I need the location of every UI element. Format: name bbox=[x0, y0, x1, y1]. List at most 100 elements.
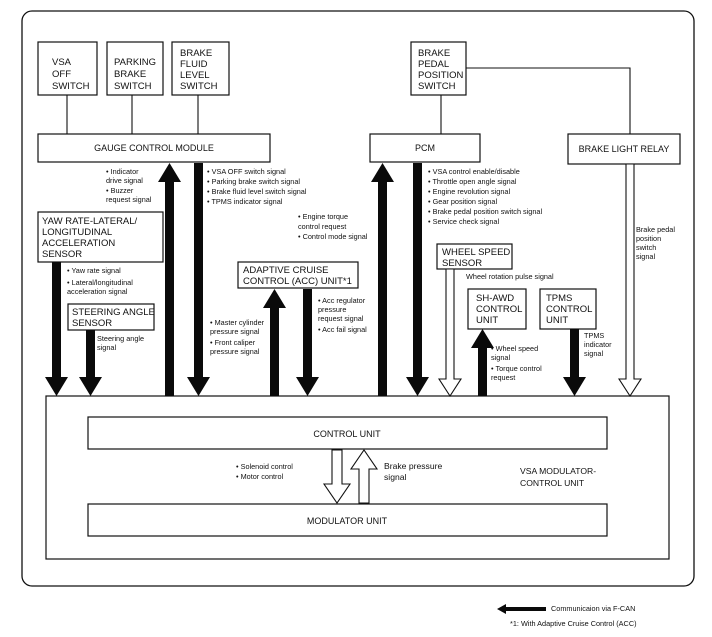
tpms-control-unit-line1: TPMS bbox=[546, 293, 572, 304]
brake-pedal-position-switch-line1: BRAKE bbox=[418, 48, 450, 59]
pcm-down-arrow bbox=[406, 163, 429, 396]
signal-text: request signal bbox=[318, 314, 364, 323]
sh-awd-control-unit-line3: UNIT bbox=[476, 315, 498, 326]
brake-fluid-level-switch-line1: BRAKE bbox=[180, 48, 212, 59]
acc-unit-line2: CONTROL (ACC) UNIT*1 bbox=[243, 276, 352, 287]
yaw-rate-down-arrow bbox=[45, 262, 68, 396]
modulator-unit-box bbox=[87, 503, 608, 537]
signal-text: drive signal bbox=[106, 176, 143, 185]
pcm-box bbox=[369, 133, 481, 163]
legend-fcan-arrow-icon bbox=[497, 604, 546, 614]
vsa-modulator-label-line2: CONTROL UNIT bbox=[520, 478, 585, 488]
signal-text: • Torque control bbox=[491, 364, 542, 373]
tpms-control-unit-line2: CONTROL bbox=[546, 304, 592, 315]
brake-pedal-position-switch-box bbox=[410, 41, 467, 96]
vsa-to-pcm-up-arrow bbox=[371, 163, 394, 396]
pcm-label: PCM bbox=[415, 143, 435, 153]
signal-text: position bbox=[636, 234, 661, 243]
brake-relay-signal: Brake pedal position switch signal bbox=[636, 225, 675, 261]
signal-text: • Lateral/longitudinal bbox=[67, 278, 133, 287]
signal-text: • Acc regulator bbox=[318, 296, 366, 305]
wheel-speed-hollow-down-arrow bbox=[437, 268, 463, 398]
tpms-control-unit-line3: UNIT bbox=[546, 315, 568, 326]
signal-text: pressure signal bbox=[210, 347, 260, 356]
acc-down-signals: • Acc regulator pressure request signal … bbox=[318, 296, 367, 334]
parking-brake-switch-line3: SWITCH bbox=[114, 81, 152, 92]
signal-text: • Yaw rate signal bbox=[67, 266, 121, 275]
yaw-rate-sensor-line1: YAW RATE-LATERAL/ bbox=[42, 216, 138, 227]
modulator-to-control-hollow-arrow bbox=[349, 449, 379, 504]
signal-text: • Engine revolution signal bbox=[428, 187, 510, 196]
signal-text: • VSA control enable/disable bbox=[428, 167, 520, 176]
acc-up-arrow bbox=[263, 289, 286, 396]
signal-text: • Acc fail signal bbox=[318, 325, 367, 334]
steering-angle-sensor-line1: STEERING ANGLE bbox=[72, 307, 155, 318]
vsa-off-switch-line2: OFF bbox=[52, 69, 71, 80]
wheel-rotation-signal: Wheel rotation pulse signal bbox=[466, 272, 554, 281]
steering-angle-sensor-line2: SENSOR bbox=[72, 318, 112, 329]
steering-angle-down-arrow bbox=[79, 330, 102, 396]
signal-text: • Motor control bbox=[236, 472, 284, 481]
signal-text: • Wheel speed bbox=[491, 344, 538, 353]
yaw-rate-sensor-line2: LONGITUDINAL bbox=[42, 227, 112, 238]
signal-text: • Gear position signal bbox=[428, 197, 497, 206]
signal-text: • Front caliper bbox=[210, 338, 256, 347]
brake-light-relay-box bbox=[567, 133, 681, 165]
signal-text: TPMS bbox=[584, 331, 604, 340]
signal-text: • Buzzer bbox=[106, 186, 134, 195]
signal-text: signal bbox=[636, 252, 655, 261]
brake-light-relay-label: BRAKE LIGHT RELAY bbox=[579, 144, 670, 154]
signal-text: pressure signal bbox=[210, 327, 260, 336]
wheel-speed-sensor-box bbox=[436, 243, 513, 270]
vsa-to-gauge-up-arrow bbox=[158, 163, 181, 396]
tpms-down-arrow bbox=[563, 329, 586, 396]
sh-awd-control-unit-line1: SH-AWD bbox=[476, 293, 514, 304]
gauge-control-module-label: GAUGE CONTROL MODULE bbox=[94, 143, 214, 153]
signal-text: • Service check signal bbox=[428, 217, 499, 226]
tpms-indicator-signal: TPMS indicator signal bbox=[584, 331, 612, 358]
gauge-to-vsa-down-arrow bbox=[187, 163, 210, 396]
signal-text: • Parking brake switch signal bbox=[207, 177, 300, 186]
modulator-unit-label: MODULATOR UNIT bbox=[307, 516, 388, 526]
brake-fluid-level-switch-line2: FLUID bbox=[180, 59, 208, 70]
signal-text: Brake pedal bbox=[636, 225, 675, 234]
signal-text: • Brake pedal position switch signal bbox=[428, 207, 542, 216]
signal-text: • Engine torque bbox=[298, 212, 348, 221]
solenoid-signals: • Solenoid control • Motor control bbox=[236, 462, 293, 481]
vsa-off-switch-line1: VSA bbox=[52, 57, 72, 68]
acc-unit-line1: ADAPTIVE CRUISE bbox=[243, 265, 329, 276]
acc-unit-box bbox=[237, 261, 359, 289]
signal-text: Steering angle bbox=[97, 334, 144, 343]
brake-pressure-signal: Brake pressure signal bbox=[384, 461, 442, 482]
signal-text: signal bbox=[584, 349, 603, 358]
control-unit-label: CONTROL UNIT bbox=[313, 429, 381, 439]
control-to-modulator-hollow-arrow bbox=[322, 449, 352, 504]
signal-text: switch bbox=[636, 243, 656, 252]
signal-text: • Solenoid control bbox=[236, 462, 293, 471]
signal-text: • Indicator bbox=[106, 167, 139, 176]
steering-angle-signal: Steering angle signal bbox=[97, 334, 144, 352]
vsa-modulator-label-line1: VSA MODULATOR- bbox=[520, 466, 596, 476]
signal-text: • Brake fluid level switch signal bbox=[207, 187, 307, 196]
signal-text: pressure bbox=[318, 305, 346, 314]
brake-fluid-level-switch-line4: SWITCH bbox=[180, 81, 218, 92]
gauge-control-module-box bbox=[37, 133, 271, 163]
signal-text: • Throttle open angle signal bbox=[428, 177, 517, 186]
signal-text: signal bbox=[97, 343, 116, 352]
signal-text: signal bbox=[384, 472, 407, 482]
yaw-rate-sensor-box bbox=[37, 211, 164, 263]
signal-text: • TPMS indicator signal bbox=[207, 197, 283, 206]
acc-down-arrow bbox=[296, 289, 319, 396]
sh-awd-control-unit-line2: CONTROL bbox=[476, 304, 522, 315]
control-unit-box bbox=[87, 416, 608, 450]
signal-text: • Master cylinder bbox=[210, 318, 265, 327]
pcm-up-signals: • VSA control enable/disable • Throttle … bbox=[428, 167, 542, 226]
brake-pedal-position-switch-line2: PEDAL bbox=[418, 59, 449, 70]
legend-fcan-label: Communicaion via F-CAN bbox=[551, 604, 635, 613]
brake-pedal-position-switch-line4: SWITCH bbox=[418, 81, 456, 92]
master-cylinder-signals: • Master cylinder pressure signal • Fron… bbox=[210, 318, 265, 356]
parking-brake-switch-line2: BRAKE bbox=[114, 69, 146, 80]
signal-text: signal bbox=[491, 353, 510, 362]
brake-light-hollow-down-arrow bbox=[617, 163, 643, 398]
